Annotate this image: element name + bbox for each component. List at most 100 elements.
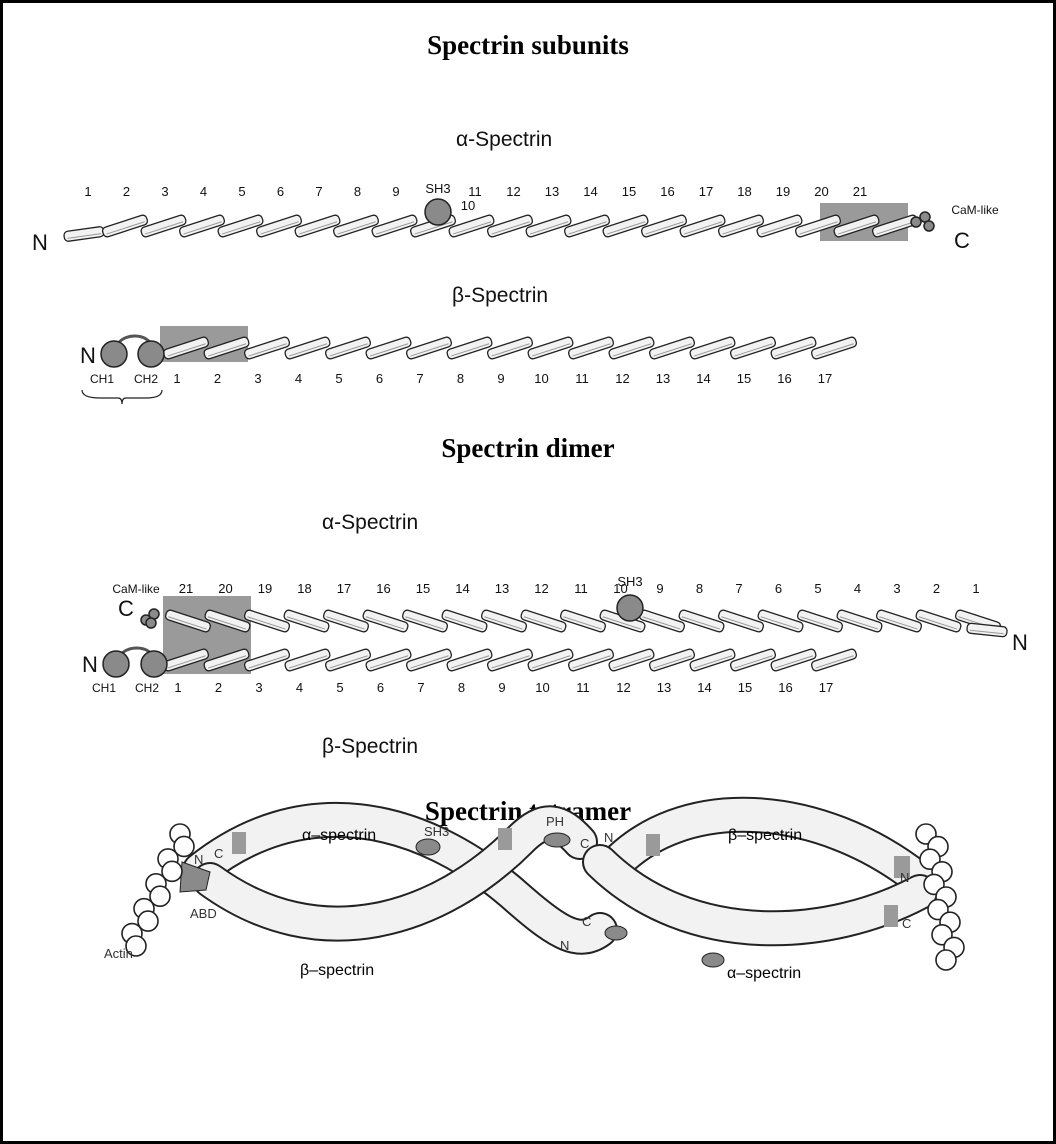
dimer-ch1-domain	[103, 651, 129, 677]
dimer-alpha-repeat-label: 11	[574, 581, 588, 596]
dimer-beta-repeat-rod	[811, 648, 858, 672]
dimer-alpha-repeat-label: 15	[416, 581, 430, 596]
alpha-repeat-label: 2	[123, 184, 130, 199]
dimer-beta-repeat-label: 2	[215, 680, 222, 695]
dimer-alpha-repeat-rod	[678, 609, 725, 633]
beta-repeat-label: 15	[737, 371, 751, 386]
tetramer-illustration: α–spectrin β–spectrin β–spectrin α–spect…	[104, 814, 964, 982]
dimer-alpha-repeat-label: 3	[893, 581, 900, 596]
label-actin: Actin	[104, 946, 133, 961]
alpha-repeat-label: 19	[776, 184, 790, 199]
label-abd: ABD	[190, 906, 217, 921]
dimer-beta-repeat-label: 8	[458, 680, 465, 695]
dimer-alpha-repeat-label: 9	[656, 581, 663, 596]
alpha-repeat-label: 12	[506, 184, 520, 199]
dimer-alpha-repeat-label: 4	[854, 581, 861, 596]
left-binding-mark	[232, 832, 246, 854]
alpha-repeat-label: 10	[461, 198, 475, 213]
dimer-alpha-repeat-label: 6	[775, 581, 782, 596]
beta-repeat-label: 17	[818, 371, 832, 386]
label-c-center-top: C	[580, 836, 589, 851]
dimer-c-label: C	[118, 596, 134, 621]
dimer-beta-repeat-label: 7	[417, 680, 424, 695]
label-c-left-top: C	[214, 846, 223, 861]
alpha-repeat-label: 1	[84, 184, 91, 199]
center-binding-mark	[498, 828, 512, 850]
label-ph: PH	[546, 814, 564, 829]
dimer-beta-repeat-label: 1	[174, 680, 181, 695]
dimer-alpha-repeat-rod	[323, 609, 370, 633]
beta-ch1-domain	[101, 341, 127, 367]
tetramer-domain-small-1	[605, 926, 627, 940]
dimer-beta-repeat-rod	[689, 648, 736, 672]
beta-repeat-rod	[487, 336, 534, 360]
beta-repeat-label: 7	[416, 371, 423, 386]
dimer-ch2-domain	[141, 651, 167, 677]
beta-repeat-rod	[244, 336, 291, 360]
dimer-alpha-repeat-rod	[283, 609, 330, 633]
dimer-alpha-repeat-rod	[876, 609, 923, 633]
dimer-alpha-repeat-label: 19	[258, 581, 272, 596]
beta-repeat-rod	[730, 336, 777, 360]
beta-repeat-label: 5	[335, 371, 342, 386]
label-beta-spectrin-right: β–spectrin	[728, 827, 802, 844]
dimer-alpha-n-terminal-rod	[967, 623, 1008, 637]
dimer-alpha-repeat-label: 21	[179, 581, 193, 596]
beta-repeat-rod	[649, 336, 696, 360]
dimer-beta-repeat-label: 5	[336, 680, 343, 695]
label-beta-spectrin-left: β–spectrin	[300, 962, 374, 979]
dimer-alpha-repeat-label: 8	[696, 581, 703, 596]
beta-repeat-rod	[527, 336, 574, 360]
dimer-alpha-repeat-label: 1	[972, 581, 979, 596]
dimer-sh3-domain	[617, 595, 643, 621]
dimer-beta-repeat-label: 4	[296, 680, 303, 695]
label-n-center-bottom: N	[560, 938, 569, 953]
dimer-beta-repeat-label: 10	[535, 680, 549, 695]
dimer-alpha-repeat-rod	[836, 609, 883, 633]
beta-repeat-rod	[365, 336, 412, 360]
dimer-beta-repeat-label: 3	[255, 680, 262, 695]
subunit-alpha-chain: 123456789101112131415161718192021SH3CaM-…	[32, 181, 999, 255]
label-n-left-top: N	[194, 852, 203, 867]
beta-repeat-label: 9	[497, 371, 504, 386]
alpha-sh3-label: SH3	[425, 181, 450, 196]
alpha-repeat-label: 17	[699, 184, 713, 199]
dimer-beta-repeat-rod	[487, 648, 534, 672]
dimer-alpha-repeat-rod	[362, 609, 409, 633]
beta-repeat-rod	[811, 336, 858, 360]
alpha-repeat-label: 13	[545, 184, 559, 199]
beta-repeat-label: 13	[656, 371, 670, 386]
dimer-beta-repeat-label: 13	[657, 680, 671, 695]
dimer-alpha-repeat-label: 5	[814, 581, 821, 596]
beta-repeat-label: 16	[777, 371, 791, 386]
alpha-n-label: N	[32, 230, 48, 255]
dimer-beta-repeat-label: 6	[377, 680, 384, 695]
alpha-repeat-label: 7	[315, 184, 322, 199]
dimer-ch2-label: CH2	[135, 681, 159, 695]
right-binding-mark	[646, 834, 660, 856]
alpha-n-terminal-rod	[63, 226, 104, 241]
beta-repeat-rod	[568, 336, 615, 360]
dimer-beta-repeat-rod	[406, 648, 453, 672]
dimer-alpha-repeat-label: 16	[376, 581, 390, 596]
dimer-beta-repeat-rod	[284, 648, 331, 672]
alpha-repeat-label: 11	[468, 184, 482, 199]
dimer-alpha-repeat-label: 12	[534, 581, 548, 596]
dimer-beta-repeat-rod	[365, 648, 412, 672]
dimer-alpha-repeat-label: 14	[455, 581, 469, 596]
tetramer-domain-small-2	[702, 953, 724, 967]
label-c-right: C	[902, 916, 911, 931]
dimer-alpha-repeat-label: 2	[933, 581, 940, 596]
label-n-right: N	[900, 870, 909, 885]
dimer-beta-repeat-rod	[527, 648, 574, 672]
label-alpha-spectrin-right: α–spectrin	[727, 965, 801, 982]
alpha-repeat-label: 9	[392, 184, 399, 199]
alpha-repeat-label: 4	[200, 184, 207, 199]
beta-ch1-label: CH1	[90, 372, 114, 386]
dimer-beta-repeat-label: 15	[738, 680, 752, 695]
dimer-alpha-repeat-rod	[915, 609, 962, 633]
dimer-beta-repeat-label: 16	[778, 680, 792, 695]
dimer-camlike-ball	[146, 618, 156, 628]
